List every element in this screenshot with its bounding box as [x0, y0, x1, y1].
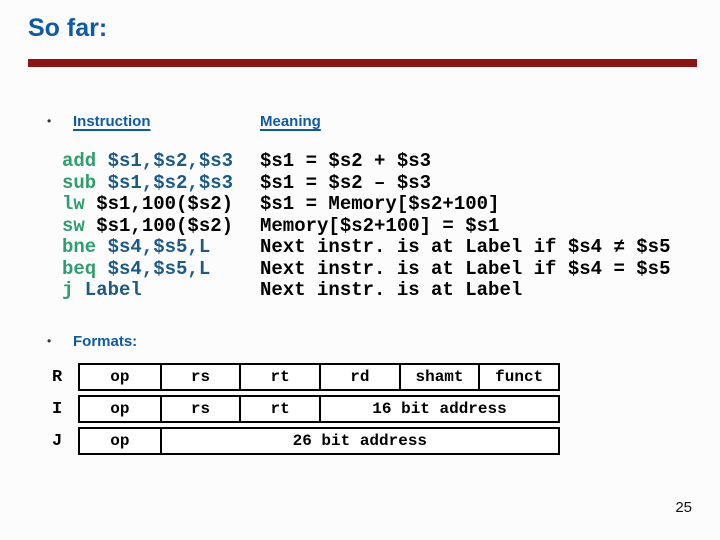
- instruction-text: sub $s1,$s2,$s3: [62, 171, 260, 195]
- operands: $s1,100($s2): [84, 193, 234, 215]
- operands: $s1,100($s2): [84, 214, 234, 237]
- format-row-label: R: [52, 367, 63, 387]
- format-cell: rs: [159, 397, 240, 421]
- column-headers: Instruction Meaning: [73, 113, 321, 130]
- bullet-icon: •: [47, 334, 52, 348]
- meaning-text: Next instr. is at Label if $s4 ≠ $s5: [260, 236, 671, 258]
- meaning-text: $s1 = $s2 – $s3: [260, 171, 432, 194]
- operands: $s1,$s2,$s3: [96, 150, 234, 172]
- format-cell: rt: [239, 397, 319, 421]
- mnemonic: lw: [62, 193, 85, 215]
- operands: Label: [73, 279, 142, 301]
- instruction-text: lw $s1,100($s2): [62, 193, 260, 216]
- instruction-text: sw $s1,100($s2): [62, 214, 260, 238]
- format-cell: rt: [239, 365, 319, 389]
- formats-label: Formats:: [73, 333, 138, 350]
- format-cell: 26 bit address: [159, 429, 558, 453]
- title-underline-bar: [28, 59, 697, 67]
- slide-title: So far:: [28, 14, 108, 42]
- code-line: sub $s1,$s2,$s3$s1 = $s2 – $s3: [62, 171, 670, 195]
- code-line: sw $s1,100($s2)Memory[$s2+100] = $s1: [62, 214, 670, 238]
- meaning-text: Next instr. is at Label: [260, 279, 523, 301]
- format-row-label: J: [52, 431, 63, 451]
- code-line: lw $s1,100($s2)$s1 = Memory[$s2+100]: [62, 193, 670, 216]
- meaning-text: $s1 = Memory[$s2+100]: [260, 193, 500, 215]
- operands: $s1,$s2,$s3: [96, 171, 234, 194]
- format-cell: rd: [318, 365, 399, 389]
- mnemonic: sw: [62, 214, 85, 237]
- format-row-label: I: [52, 399, 63, 419]
- bullet-icon: •: [47, 114, 52, 128]
- mnemonic: sub: [62, 171, 97, 194]
- format-cell: op: [110, 400, 130, 418]
- meaning-text: $s1 = $s2 + $s3: [260, 150, 432, 172]
- operands: $s4,$s5,L: [96, 236, 211, 258]
- meaning-text: Memory[$s2+100] = $s1: [260, 214, 500, 237]
- format-cell: funct: [478, 365, 558, 389]
- mnemonic: bne: [62, 236, 97, 258]
- instruction-text: bne $s4,$s5,L: [62, 236, 260, 259]
- format-cell: rs: [159, 365, 240, 389]
- mnemonic: j: [62, 279, 74, 301]
- format-cell: shamt: [398, 365, 479, 389]
- column-header-meaning: Meaning: [260, 113, 321, 130]
- mnemonic: beq: [62, 257, 97, 280]
- meaning-text: Next instr. is at Label if $s4 = $s5: [260, 257, 671, 280]
- format-row-fields: op 26 bit address: [78, 427, 560, 455]
- format-cell: op: [110, 432, 130, 450]
- instruction-text: beq $s4,$s5,L: [62, 257, 260, 281]
- code-line: add $s1,$s2,$s3$s1 = $s2 + $s3: [62, 150, 670, 173]
- instruction-text: j Label: [62, 279, 260, 302]
- instruction-text: add $s1,$s2,$s3: [62, 150, 260, 173]
- format-cell: op: [110, 368, 130, 386]
- operands: $s4,$s5,L: [96, 257, 211, 280]
- mnemonic: add: [62, 150, 97, 172]
- page-number: 25: [675, 499, 692, 516]
- column-header-instruction: Instruction: [73, 113, 151, 130]
- format-cell: 16 bit address: [318, 397, 558, 421]
